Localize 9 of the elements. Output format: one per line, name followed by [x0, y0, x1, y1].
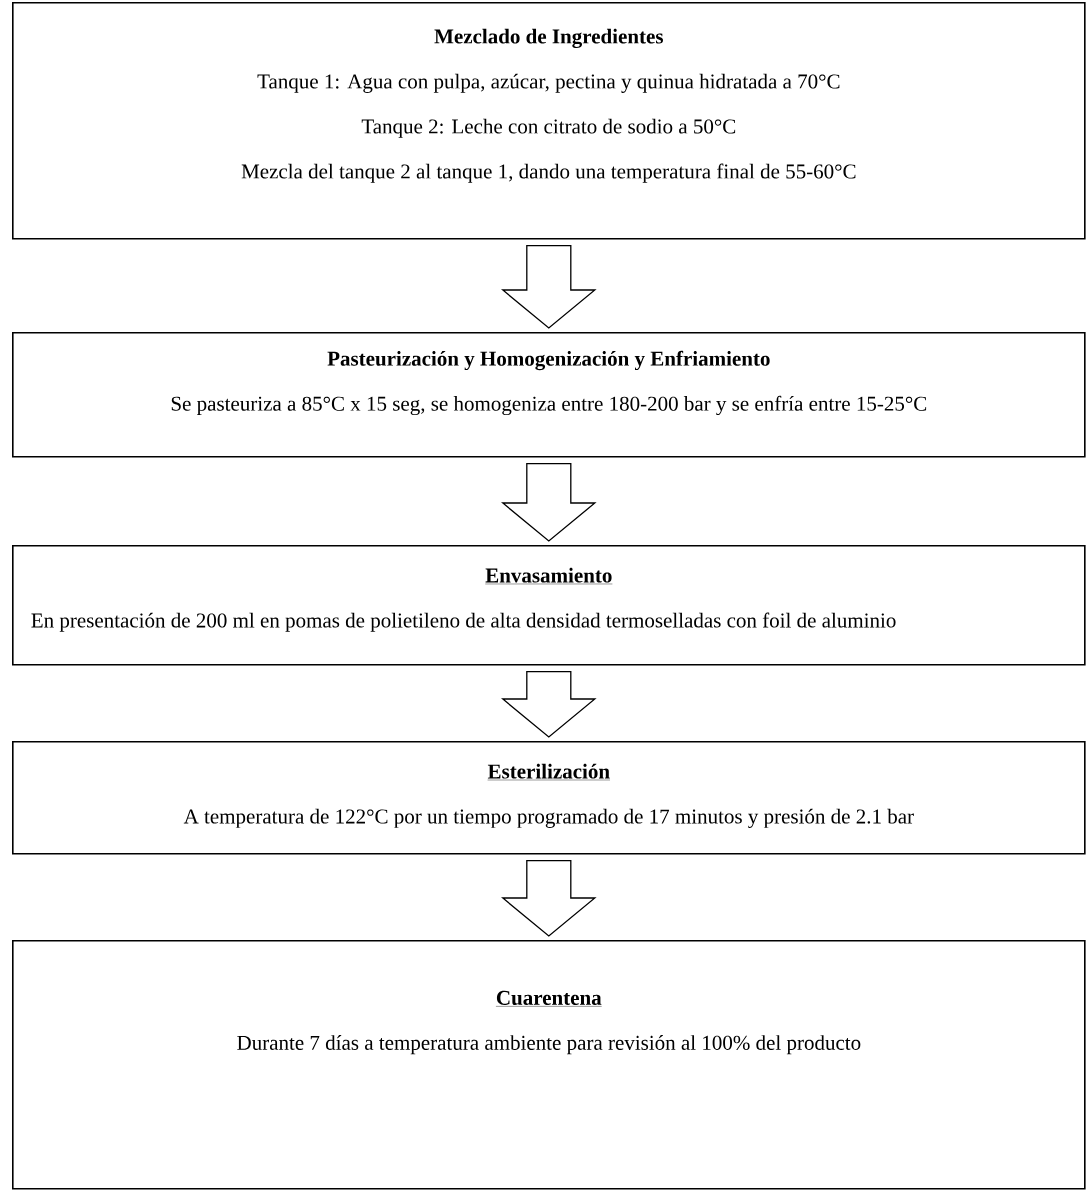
process-box: Esterilización A temperatura de 122°C por un tiempo programado de 17 minutos y presión de 2.1 bar	[12, 741, 1086, 855]
block-arrow	[501, 859, 597, 937]
block-arrow	[501, 462, 597, 542]
process-box: Pasteurización y Homogenización y Enfriamiento Se pasteuriza a 85°C x 15 seg, se homogeniza entre 180-200 bar y se enfría entre 15-25°C	[12, 332, 1086, 458]
process-box: Mezclado de Ingredientes Tanque 1: Agua con pulpa, azúcar, pectina y quinua hidratada a 70°C Tanque 2: Leche con citrato de sodio a 50°C Mezcla del tanque 2 al tanque 1, dando una temperatura final de 55-60°C	[12, 2, 1086, 240]
process-box: Cuarentena Durante 7 días a temperatura ambiente para revisión al 100% del producto	[12, 940, 1086, 1190]
process-box: Envasamiento En presentación de 200 ml en pomas de polietileno de alta densidad termoselladas con foil de aluminio	[12, 545, 1086, 666]
block-arrow	[501, 670, 597, 738]
block-arrow	[501, 244, 597, 329]
